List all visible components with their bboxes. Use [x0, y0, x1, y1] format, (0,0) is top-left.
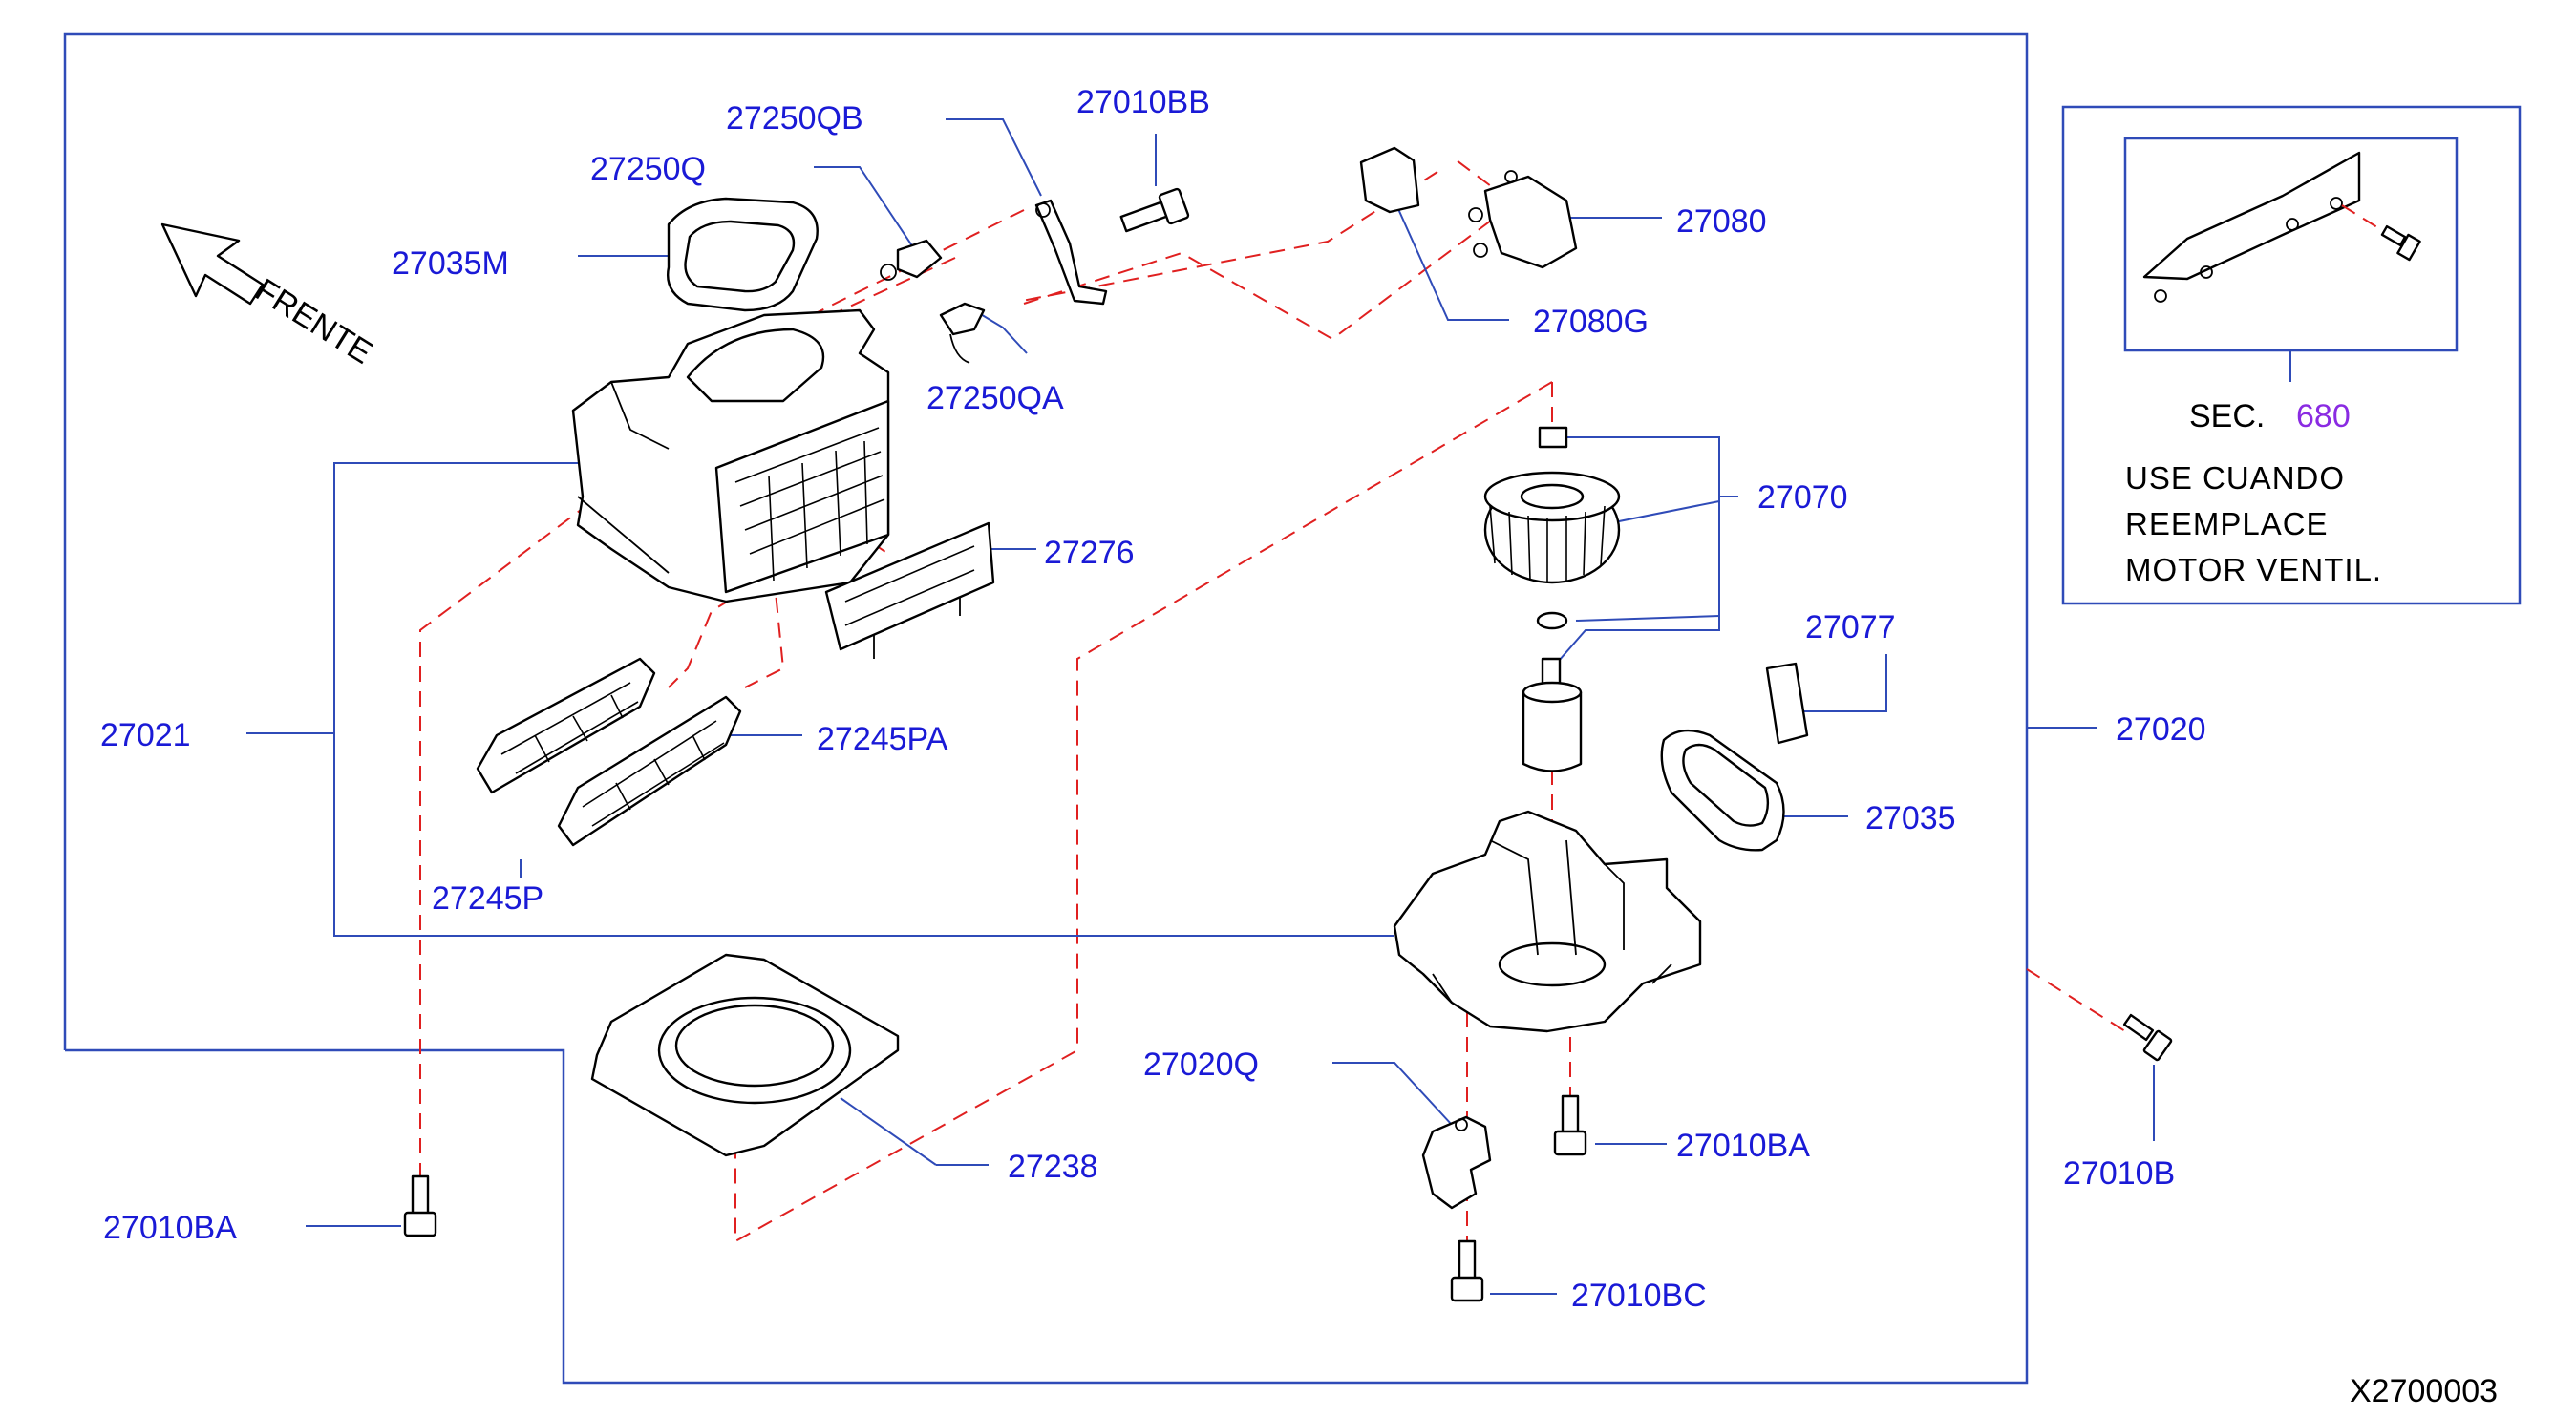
part-labels: 27250QB 27010BB 27250Q 27035M 27080 2708…: [100, 84, 2206, 1314]
inset-screw-icon: [2380, 224, 2421, 262]
label-27021: 27021: [100, 717, 191, 753]
frente-arrow-icon: [160, 222, 265, 306]
part-27035M-filter-frame: [667, 197, 819, 312]
inset-box: [2061, 105, 2522, 605]
diagram-code: X2700003: [2350, 1373, 2498, 1409]
sec-number-link[interactable]: 680: [2296, 398, 2351, 434]
part-27245P-filter: [476, 657, 656, 794]
part-27245PA-filter: [557, 695, 742, 847]
label-27010BC: 27010BC: [1571, 1278, 1707, 1314]
frente-label: FRENTE: [249, 272, 378, 371]
label-27020Q: 27020Q: [1143, 1047, 1259, 1083]
part-27276-filter-door: [824, 521, 995, 659]
label-27010BA-right: 27010BA: [1676, 1128, 1810, 1164]
sec-label: SEC.: [2189, 398, 2265, 434]
part-27250QA-link: [939, 302, 986, 364]
inset-note-line-2: REEMPLACE: [2125, 506, 2329, 541]
label-27010B: 27010B: [2063, 1155, 2175, 1192]
label-27276: 27276: [1044, 535, 1135, 571]
inset-note-line-1: USE CUANDO: [2125, 460, 2345, 496]
screw-27010BA-right-icon: [1553, 1094, 1587, 1156]
part-27010BB-screw: [1119, 187, 1190, 233]
label-27035: 27035: [1865, 800, 1956, 836]
part-27070-fan-assembly: [1483, 426, 1621, 772]
screw-27010BC-icon: [1450, 1239, 1484, 1302]
label-27250QA: 27250QA: [926, 380, 1064, 416]
part-27020-blower-case: [1393, 810, 1702, 1033]
label-27077: 27077: [1805, 609, 1896, 645]
label-27080G: 27080G: [1533, 304, 1649, 340]
part-27238-duct-plate: [590, 953, 900, 1157]
assembly-frame: [63, 32, 2029, 1385]
part-27250Q-clip: [880, 239, 943, 281]
part-27020Q-bracket: [1421, 1115, 1492, 1210]
label-27010BA-left: 27010BA: [103, 1210, 237, 1246]
label-27250QB: 27250QB: [726, 100, 863, 137]
part-27080-actuator: [1359, 146, 1578, 269]
screw-27010BA-left-icon: [403, 1174, 437, 1237]
label-27080: 27080: [1676, 203, 1767, 240]
leader-lines: [246, 118, 2155, 1295]
label-27035M: 27035M: [392, 245, 509, 282]
label-27245P: 27245P: [432, 880, 543, 917]
part-27077-resistor: [1765, 662, 1809, 745]
part-27021-intake-housing: [571, 308, 890, 603]
screw-27010B-icon: [2122, 1013, 2173, 1062]
part-27250QB-lever: [1034, 199, 1108, 306]
part-27035-seal: [1660, 729, 1785, 852]
label-27070: 27070: [1757, 479, 1848, 516]
label-27010BB: 27010BB: [1076, 84, 1210, 120]
label-27250Q: 27250Q: [590, 151, 706, 187]
inset-note-line-3: MOTOR VENTIL.: [2125, 552, 2382, 587]
label-27245PA: 27245PA: [817, 721, 948, 757]
bracket-icon: [2142, 151, 2389, 303]
label-27238: 27238: [1008, 1149, 1098, 1185]
label-27020: 27020: [2116, 711, 2206, 748]
